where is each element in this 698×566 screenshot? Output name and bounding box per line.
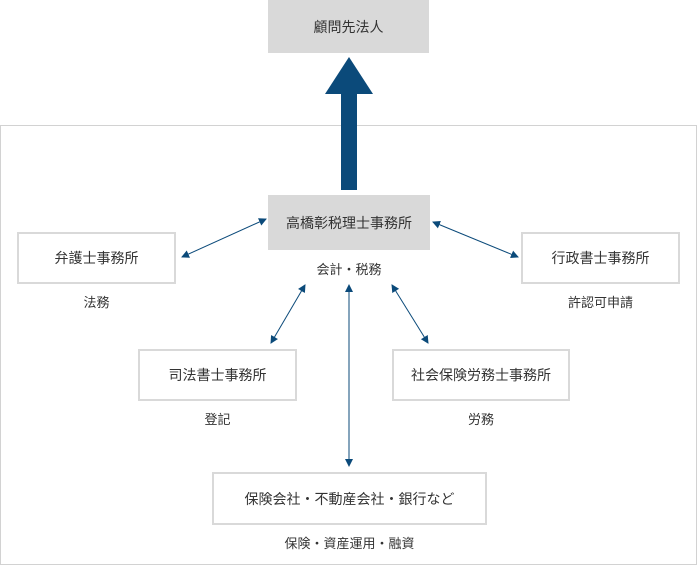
tax-office-box: 高橋彰税理士事務所 <box>268 195 430 250</box>
financial-institutions-label: 保険会社・不動産会社・銀行など <box>244 491 455 508</box>
financial-institutions-box: 保険会社・不動産会社・銀行など <box>212 472 487 525</box>
labor-consultant-caption: 労務 <box>467 413 494 428</box>
labor-consultant-label: 社会保険労務士事務所 <box>411 368 551 384</box>
connector-labor-consultant <box>391 284 429 344</box>
financial-institutions-caption: 保険・資産運用・融資 <box>284 537 415 552</box>
tax-office-caption: 会計・税務 <box>316 263 382 278</box>
client-corporation-label: 顧問先法人 <box>313 19 384 36</box>
lawyer-office-caption: 法務 <box>83 296 110 311</box>
judicial-scrivener-box: 司法書士事務所 <box>138 349 297 401</box>
judicial-scrivener-label: 司法書士事務所 <box>168 368 267 384</box>
connector-judicial-scrivener <box>270 284 306 344</box>
connector-admin-scrivener <box>432 220 519 259</box>
admin-scrivener-label: 行政書士事務所 <box>551 251 650 267</box>
labor-consultant-box: 社会保険労務士事務所 <box>392 349 570 401</box>
big-up-arrow <box>325 57 373 190</box>
lawyer-office-label: 弁護士事務所 <box>54 251 139 267</box>
admin-scrivener-caption: 許認可申請 <box>567 296 633 311</box>
connector-lawyer <box>181 218 267 258</box>
lawyer-office-box: 弁護士事務所 <box>17 232 176 284</box>
admin-scrivener-box: 行政書士事務所 <box>521 232 680 284</box>
client-corporation-box: 顧問先法人 <box>268 0 429 53</box>
judicial-scrivener-caption: 登記 <box>204 413 231 428</box>
tax-office-label: 高橋彰税理士事務所 <box>286 215 412 232</box>
